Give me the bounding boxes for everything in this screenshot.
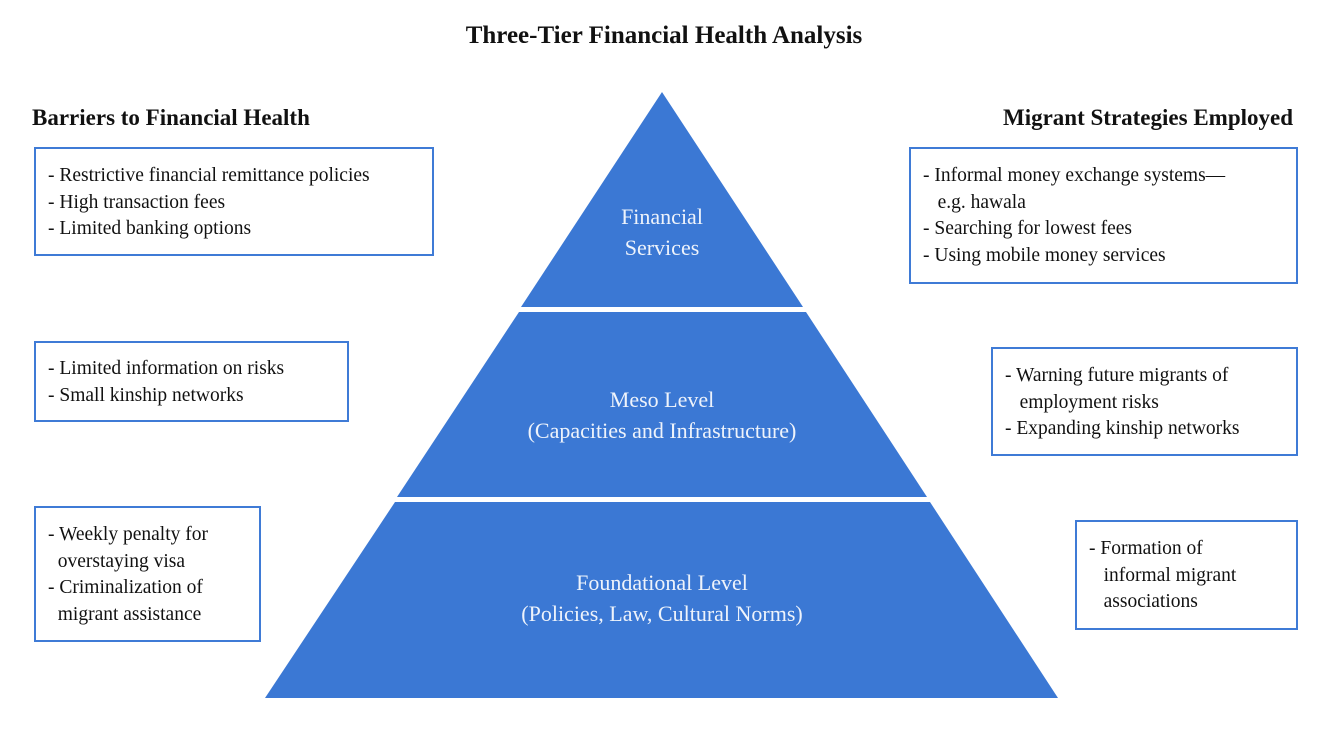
strategies-box-foundational: - Formation of informal migrant associat… bbox=[1075, 520, 1298, 630]
tier-line: (Policies, Law, Cultural Norms) bbox=[521, 601, 803, 626]
pyramid-tier-foundational bbox=[265, 502, 1058, 698]
barriers-box-financial-services: - Restrictive financial remittance polic… bbox=[34, 147, 434, 256]
tier-line: Services bbox=[624, 235, 700, 260]
list-item: - Criminalization of bbox=[48, 577, 203, 598]
list-item: - Formation of bbox=[1089, 538, 1203, 559]
tier-line: Financial bbox=[621, 204, 703, 229]
tier-label-foundational: Foundational Level (Policies, Law, Cultu… bbox=[462, 567, 862, 629]
list-item: - Limited information on risks bbox=[48, 358, 285, 379]
barriers-heading: Barriers to Financial Health bbox=[32, 105, 310, 130]
strategies-box-financial-services: - Informal money exchange systems— e.g. … bbox=[909, 147, 1298, 284]
list-item: - Informal money exchange systems— bbox=[923, 165, 1226, 186]
list-item: - Weekly penalty for bbox=[48, 524, 208, 545]
list-item: - Expanding kinship networks bbox=[1005, 418, 1240, 439]
list-item: associations bbox=[1089, 591, 1198, 612]
list-item: - Restrictive financial remittance polic… bbox=[48, 165, 370, 186]
list-item: e.g. hawala bbox=[923, 191, 1026, 213]
tier-line: Meso Level bbox=[609, 387, 715, 412]
tier-line: (Capacities and Infrastructure) bbox=[527, 418, 797, 443]
strategies-box-meso: - Warning future migrants of employment … bbox=[991, 347, 1298, 456]
tier-label-meso: Meso Level (Capacities and Infrastructur… bbox=[462, 384, 862, 446]
pyramid-tier-meso bbox=[397, 312, 927, 497]
list-item: employment risks bbox=[1005, 391, 1159, 413]
list-item: - Warning future migrants of bbox=[1005, 365, 1229, 386]
tier-line: Foundational Level bbox=[576, 570, 748, 595]
barriers-box-meso: - Limited information on risks - Small k… bbox=[34, 341, 349, 422]
list-item: migrant assistance bbox=[48, 603, 202, 625]
barriers-box-foundational: - Weekly penalty for overstaying visa - … bbox=[34, 506, 261, 642]
list-item: informal migrant bbox=[1089, 564, 1237, 586]
list-item: - Limited banking options bbox=[48, 218, 252, 239]
tier-label-financial-services: Financial Services bbox=[562, 201, 762, 263]
list-item: - Small kinship networks bbox=[48, 384, 244, 406]
pyramid-tier-financial-services bbox=[521, 92, 803, 307]
list-item: overstaying visa bbox=[48, 550, 186, 572]
list-item: - Searching for lowest fees bbox=[923, 218, 1133, 239]
strategies-heading: Migrant Strategies Employed bbox=[1002, 105, 1293, 130]
diagram-title: Three-Tier Financial Health Analysis bbox=[465, 22, 863, 49]
list-item: - High transaction fees bbox=[48, 191, 226, 213]
list-item: - Using mobile money services bbox=[923, 244, 1166, 266]
